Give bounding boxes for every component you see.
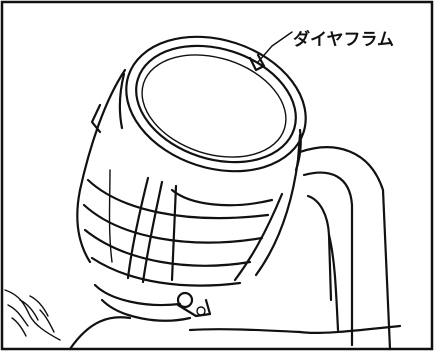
lower-left-pipe [4,289,61,341]
callout-leader-line [257,31,293,63]
clamp-fitting [68,283,402,351]
hose [298,146,392,351]
callout-label: ダイヤフラム [293,29,394,50]
diaphragm-tab [248,53,266,72]
housing-body [76,68,302,287]
top-rim [118,35,307,173]
